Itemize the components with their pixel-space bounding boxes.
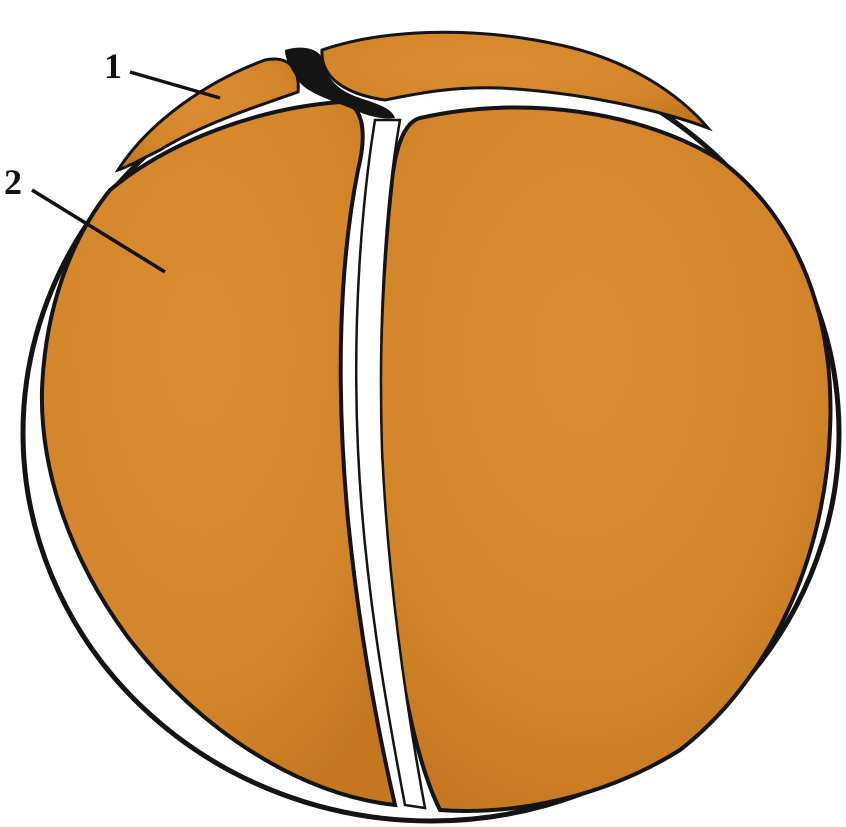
embryo [23,32,839,821]
label-1-leader [130,72,220,98]
cell-2-large-left [42,102,395,805]
cell-large-right [380,107,831,810]
label-2: 2 [4,162,22,202]
label-1: 1 [104,46,122,86]
